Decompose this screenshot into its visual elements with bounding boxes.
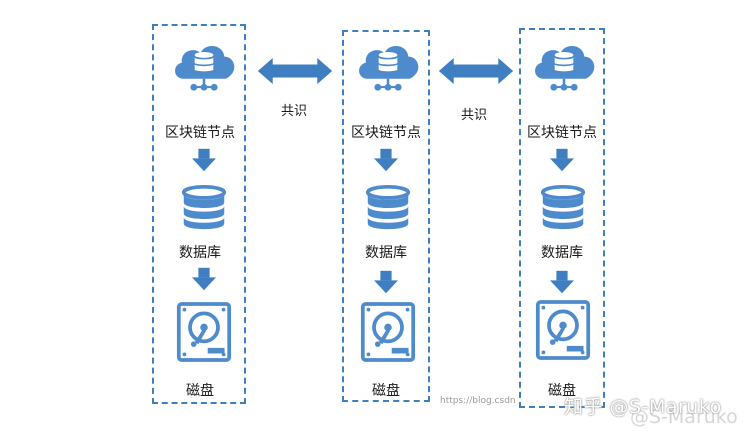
arrow-down-icon <box>374 148 398 172</box>
node-title: 区块链节点 <box>351 125 421 141</box>
node-title: 区块链节点 <box>165 125 235 141</box>
database-icon <box>176 185 232 231</box>
arrow-down-icon <box>374 270 398 294</box>
cloud-database-icon <box>170 36 238 96</box>
arrow-down-icon <box>550 148 574 172</box>
consensus-label: 共识 <box>281 104 308 119</box>
database-icon <box>535 185 591 231</box>
hard-disk-icon <box>360 300 416 364</box>
watermark-url: https://blog.csdn <box>440 396 516 406</box>
disk-label: 磁盘 <box>186 383 214 399</box>
watermark-ghost: @S-Maruko <box>630 406 738 428</box>
arrow-down-icon <box>192 148 216 172</box>
database-label: 数据库 <box>365 245 407 261</box>
database-label: 数据库 <box>179 245 221 261</box>
disk-label: 磁盘 <box>548 383 576 399</box>
double-arrow-icon <box>256 58 334 84</box>
cloud-database-icon <box>530 36 598 96</box>
double-arrow-icon <box>437 58 515 84</box>
database-label: 数据库 <box>541 245 583 261</box>
cloud-database-icon <box>354 36 422 96</box>
hard-disk-icon <box>535 298 591 362</box>
watermark-zhihu: 知乎 @S-Maruko <box>564 396 722 418</box>
node-title: 区块链节点 <box>527 125 597 141</box>
arrow-down-icon <box>192 267 216 291</box>
blockchain-node-1 <box>152 24 246 404</box>
consensus-label: 共识 <box>461 108 488 123</box>
hard-disk-icon <box>176 300 232 364</box>
disk-label: 磁盘 <box>372 383 400 399</box>
database-icon <box>360 185 416 231</box>
arrow-down-icon <box>550 270 574 294</box>
blockchain-node-2 <box>342 30 430 402</box>
blockchain-node-3 <box>519 28 605 408</box>
